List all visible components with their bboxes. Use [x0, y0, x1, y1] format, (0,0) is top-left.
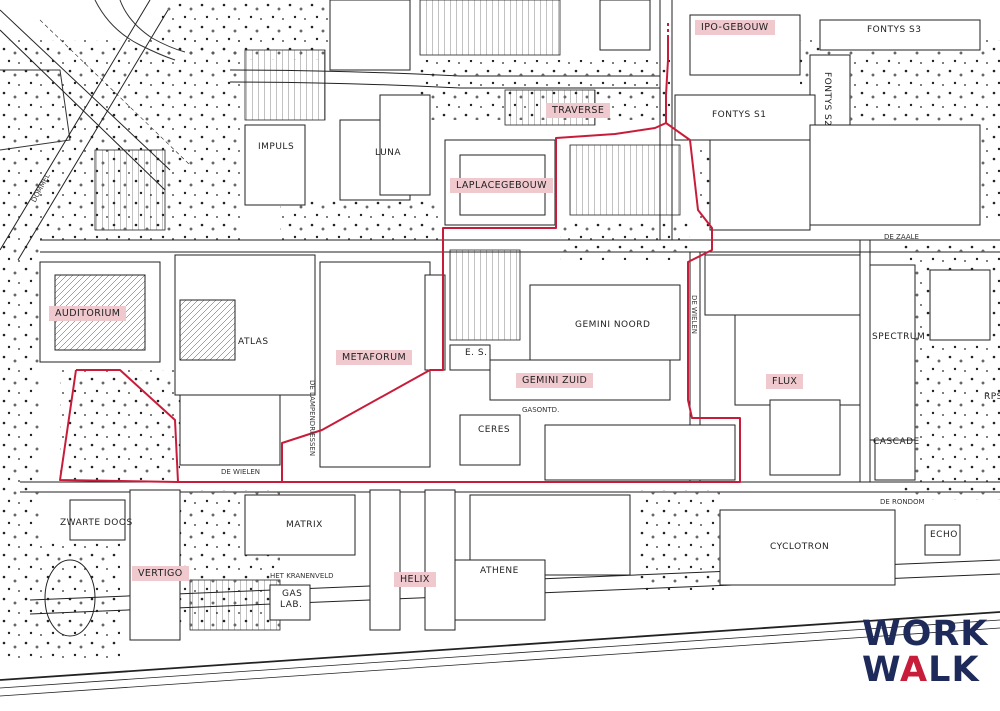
building-tag-vertigo[interactable]: VERTIGO [132, 566, 189, 581]
label-fontys-s2: FONTYS S2 [822, 72, 832, 127]
building-tag-gemini-zuid[interactable]: GEMINI ZUID [516, 373, 594, 388]
label-gas: GAS [282, 589, 303, 599]
work-walk-logo: WORK WALK [862, 614, 989, 690]
label-fontys-s3: FONTYS S3 [867, 25, 922, 35]
street-het-kranenveld: HET KRANENVELD [270, 572, 334, 580]
building-tag-flux[interactable]: FLUX [766, 374, 804, 389]
logo-letter-a: A [900, 650, 929, 690]
building-tag-ipo[interactable]: IPO-GEBOUW [695, 20, 775, 35]
street-de-rondom: DE RONDOM [880, 498, 925, 506]
pond [44, 559, 96, 637]
label-atlas: ATLAS [238, 337, 269, 347]
river-lines [0, 0, 186, 151]
label-matrix: MATRIX [286, 520, 323, 530]
label-luna: LUNA [375, 148, 402, 158]
label-cyclotron: CYCLOTRON [770, 542, 830, 552]
building-tag-laplace[interactable]: LAPLACEGEBOUW [450, 178, 553, 193]
street-de-wielen-vertical: DE WIELEN [690, 295, 698, 335]
building-tag-helix[interactable]: HELIX [394, 572, 436, 587]
parking-lots [94, 0, 821, 631]
label-ceres: CERES [478, 425, 511, 435]
label-cascade: CASCADE [873, 437, 920, 447]
street-de-lampendriessen: DE LAMPENDRIESSEN [308, 380, 316, 457]
building-tag-metaforum[interactable]: METAFORUM [336, 350, 413, 365]
street-de-zaale: DE ZAALE [884, 233, 919, 241]
street-gasontd: GASONTD. [522, 406, 560, 414]
street-de-wielen: DE WIELEN [221, 468, 261, 476]
label-gemini-noord: GEMINI NOORD [575, 320, 651, 330]
work-walk-route [59, 20, 741, 630]
label-zwarte-doos: ZWARTE DOOS [60, 518, 133, 528]
building-tag-auditorium[interactable]: AUDITORIUM [49, 306, 127, 321]
logo-line-walk: WALK [862, 650, 979, 690]
logo-letter-w: W [862, 650, 901, 690]
logo-letters-lk: LK [928, 650, 980, 690]
logo-line-work: WORK [862, 614, 989, 654]
label-lab: LAB. [280, 600, 303, 610]
label-echo: ECHO [930, 530, 958, 540]
label-spectrum: SPECTRUM [872, 332, 926, 342]
building-tag-traverse[interactable]: TRAVERSE [546, 103, 611, 118]
label-es: E. S. [465, 348, 488, 358]
label-rps: RPS [984, 392, 1000, 402]
label-fontys-s1: FONTYS S1 [712, 110, 767, 120]
buildings [39, 0, 991, 641]
label-athene: ATHENE [480, 566, 519, 576]
label-impuls: IMPULS [258, 142, 295, 152]
